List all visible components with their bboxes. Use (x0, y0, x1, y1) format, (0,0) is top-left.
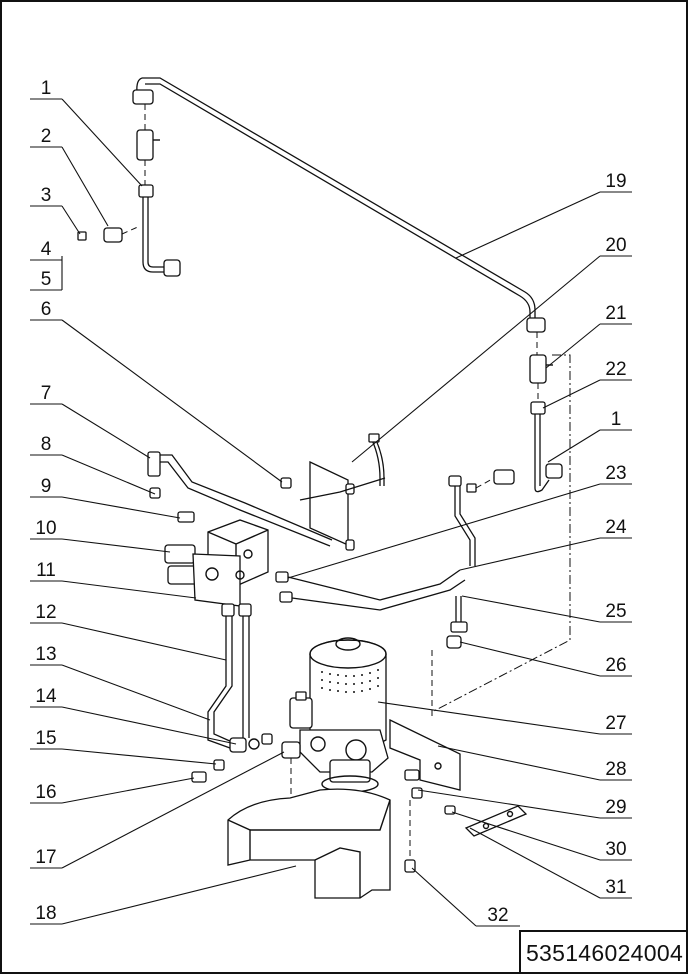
callout-26: 26 (605, 655, 626, 676)
callout-10: 10 (35, 518, 56, 539)
callout-1-right: 1 (611, 409, 622, 430)
callout-21: 21 (605, 303, 626, 324)
callout-20: 20 (605, 235, 626, 256)
callout-5: 5 (41, 269, 52, 290)
callout-9: 9 (41, 476, 52, 497)
left-pipe-assembly (77, 104, 181, 277)
callout-19: 19 (605, 171, 626, 192)
upper-return-pipe (132, 77, 546, 333)
callout-8: 8 (41, 434, 52, 455)
callout-27: 27 (605, 713, 626, 734)
hoses (191, 603, 273, 783)
callouts-left: 1 2 3 4 5 6 7 8 9 10 11 12 13 14 15 16 1… (35, 78, 57, 924)
callout-7: 7 (41, 383, 52, 404)
callout-24: 24 (605, 517, 627, 538)
callout-28: 28 (605, 759, 626, 780)
callouts-right: 19 20 21 22 1 23 24 25 26 27 28 29 30 31… (487, 171, 627, 926)
callout-22: 22 (605, 359, 626, 380)
callout-15: 15 (35, 728, 56, 749)
callout-17: 17 (35, 847, 56, 868)
document-number: 535146024004 (525, 939, 684, 966)
callout-2: 2 (41, 126, 52, 147)
callout-30: 30 (605, 839, 626, 860)
motor-mounting-brackets (389, 718, 528, 873)
document-number-box: 535146024004 (519, 930, 688, 974)
right-pipe-assembly (431, 332, 571, 716)
callout-13: 13 (35, 644, 56, 665)
callout-leaders (30, 98, 632, 927)
callout-14: 14 (35, 686, 57, 707)
callout-31: 31 (605, 877, 626, 898)
callout-11: 11 (36, 560, 56, 581)
callout-29: 29 (605, 797, 626, 818)
callout-12: 12 (35, 602, 56, 623)
callout-3: 3 (41, 185, 52, 206)
callout-32: 32 (487, 905, 508, 926)
callout-18: 18 (35, 903, 56, 924)
valve-supply-pipes (147, 451, 386, 547)
valve-block-icon (149, 487, 269, 607)
hydraulic-pump-motor-icon (289, 637, 389, 793)
callout-4: 4 (41, 239, 52, 260)
callout-16: 16 (35, 782, 56, 803)
callout-23: 23 (605, 463, 626, 484)
oil-tank-icon (227, 788, 391, 899)
callout-25: 25 (605, 601, 626, 622)
callout-1: 1 (41, 78, 52, 99)
callout-6: 6 (41, 299, 52, 320)
